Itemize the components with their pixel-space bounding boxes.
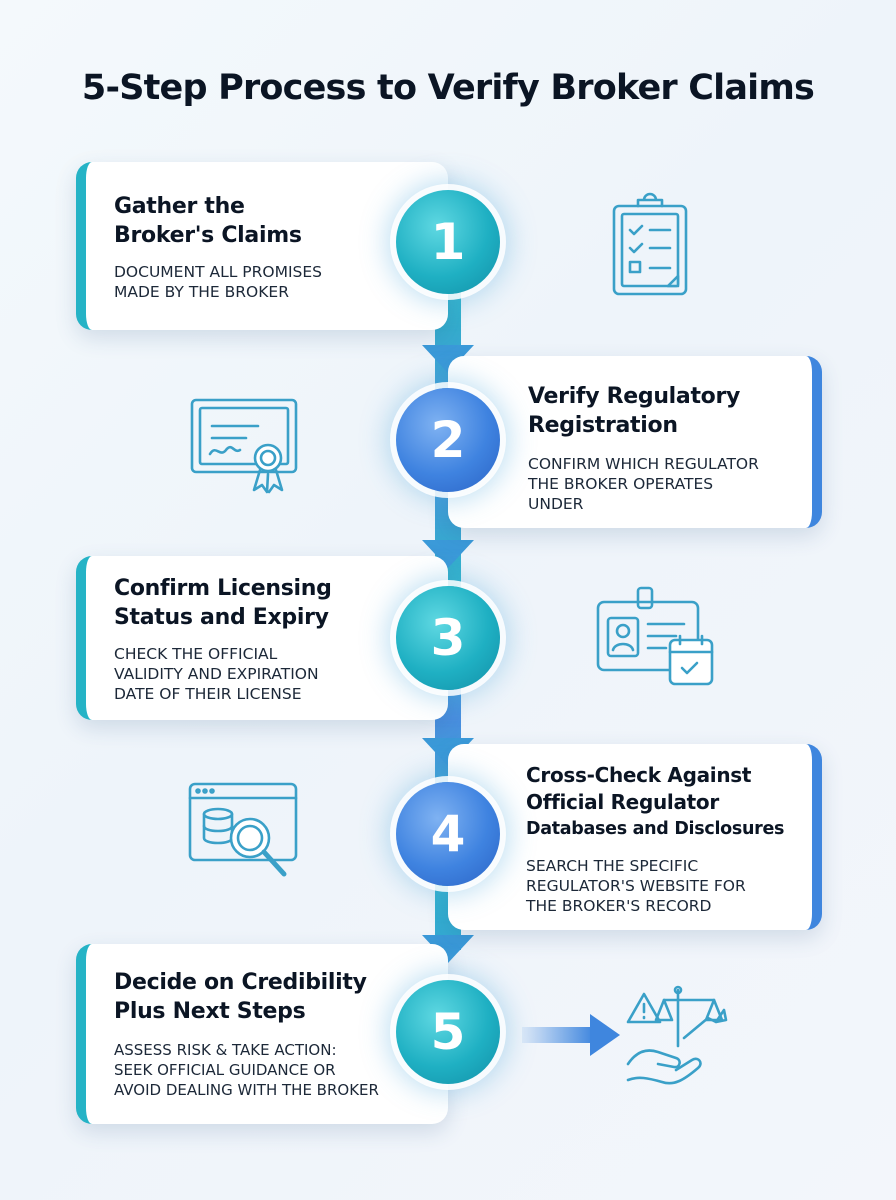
arrow-right-icon (522, 1010, 622, 1065)
step-3-description: CHECK THE OFFICIAL VALIDITY AND EXPIRATI… (114, 645, 319, 703)
step-2-card: Verify Regulatory Registration CONFIRM W… (448, 356, 822, 528)
step-5-badge: 5 (396, 980, 500, 1084)
step-1-card: Gather the Broker's Claims DOCUMENT ALL … (76, 162, 448, 330)
step-1-title: Gather the Broker's Claims (114, 194, 302, 248)
scales-decision-icon (624, 982, 750, 1090)
step-5-card: Decide on Credibility Plus Next Steps AS… (76, 944, 448, 1124)
step-2-description: CONFIRM WHICH REGULATOR THE BROKER OPERA… (528, 455, 759, 513)
database-search-icon (186, 780, 302, 888)
step-3-card: Confirm Licensing Status and Expiry CHEC… (76, 556, 448, 720)
step-5-title: Decide on Credibility Plus Next Steps (114, 970, 367, 1024)
step-3-badge: 3 (396, 586, 500, 690)
step-4-card: Cross-Check Against Official Regulator D… (448, 744, 822, 930)
step-1-description: DOCUMENT ALL PROMISES MADE BY THE BROKER (114, 263, 322, 301)
step-2-badge: 2 (396, 388, 500, 492)
step-4-badge: 4 (396, 782, 500, 886)
step-5-description: ASSESS RISK & TAKE ACTION: SEEK OFFICIAL… (114, 1041, 379, 1099)
step-4-title: Cross-Check Against Official Regulator D… (526, 763, 785, 839)
certificate-icon (188, 396, 300, 496)
step-3-title: Confirm Licensing Status and Expiry (114, 576, 332, 630)
clipboard-checklist-icon (604, 190, 696, 300)
page-title: 5-Step Process to Verify Broker Claims (81, 68, 815, 108)
step-4-description: SEARCH THE SPECIFIC REGULATOR'S WEBSITE … (526, 857, 746, 915)
id-badge-calendar-icon (594, 584, 718, 690)
step-2-title: Verify Regulatory Registration (528, 384, 741, 438)
step-1-badge: 1 (396, 190, 500, 294)
